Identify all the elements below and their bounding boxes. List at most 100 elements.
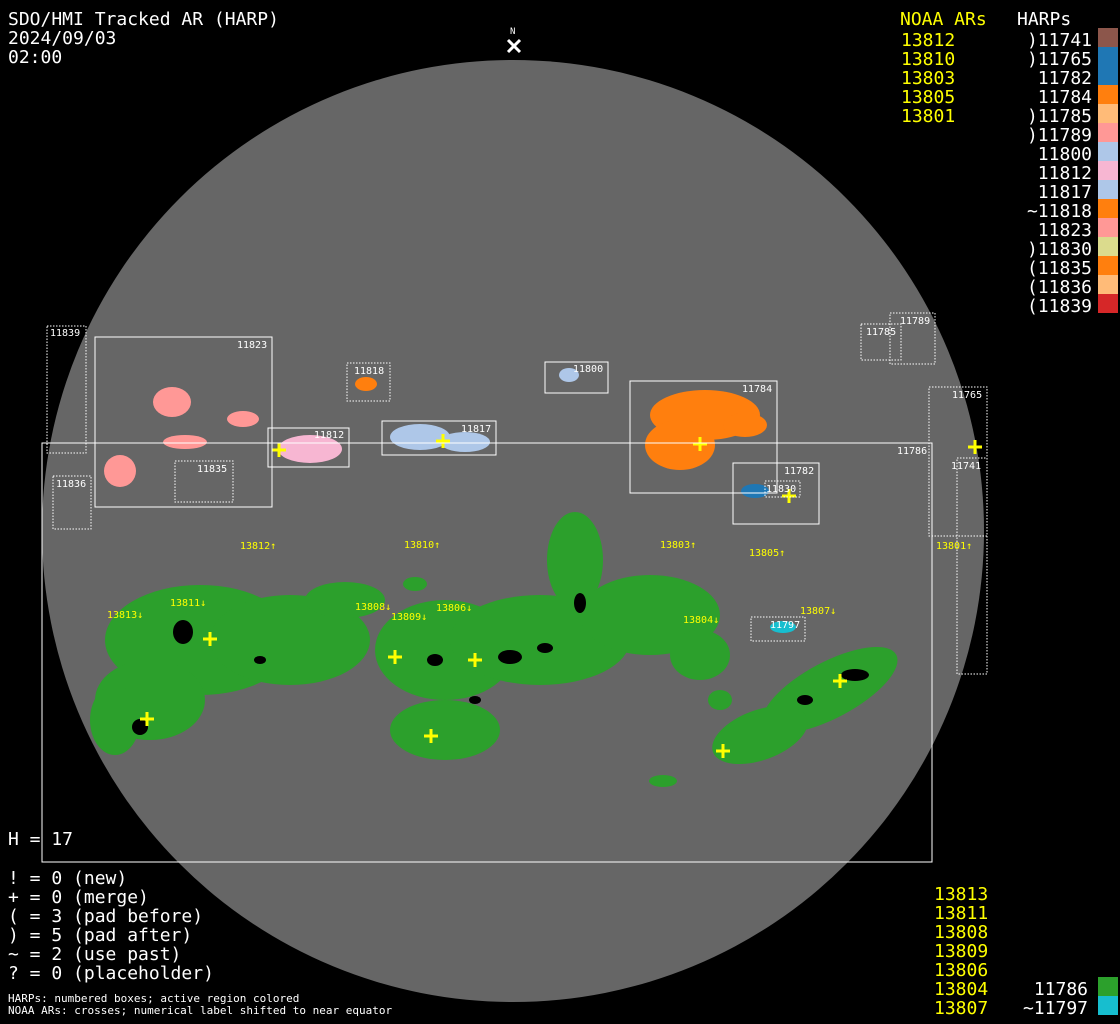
noaa-label-13813: 13813↓ [107,610,143,621]
noaa-legend-header: NOAA ARs [900,9,987,30]
active-region-11823 [104,387,259,487]
noaa-label-13804: 13804↓ [683,615,719,626]
harp-label-11817: 11817 [461,424,491,435]
harp-legend-item: ~11818 [1027,201,1092,222]
harp-color-swatch [1098,66,1118,85]
noaa-cross-icon [436,434,450,448]
harp-box-11789 [889,312,936,365]
harp-legend-item: (11835 [1027,258,1092,279]
harp-legend-item: )11785 [1027,106,1092,127]
noaa-cross-icon [140,712,154,726]
harp-legend-item: )11830 [1027,239,1092,260]
harp-legend-item: 11817 [1027,182,1092,203]
harp-color-swatch [1098,28,1118,47]
time-label: 02:00 [8,47,62,68]
noaa-legend-item: 13808 [934,922,988,943]
active-region-11812 [278,435,342,463]
active-region-11818 [355,377,377,391]
harp-legend-item: 11782 [1027,68,1092,89]
harp-box-11741 [956,457,988,675]
harp-legend-item: )11741 [1027,30,1092,51]
harp-box-11839 [46,325,87,454]
noaa-legend-item: 13801 [901,106,955,127]
harp-color-swatch [1098,85,1118,104]
harps-bottom-list: 11786~11797 [1023,977,1118,1019]
harp-color-swatch [1098,47,1118,66]
harp-label-11741: 11741 [951,461,981,472]
harp-legend-item: 11784 [1027,87,1092,108]
harp-color-swatch [1098,977,1118,996]
harp-label-11765: 11765 [952,390,982,401]
noaa-cross-icon [968,440,982,454]
harp-color-swatch [1098,996,1118,1015]
harp-box-11830 [764,480,801,498]
harp-label-11789: 11789 [900,316,930,327]
noaa-legend-item: 13811 [934,903,988,924]
harp-box-11800 [544,361,609,394]
noaa-cross-icon [782,489,796,503]
stats-line: ! = 0 (new) [8,868,127,889]
noaa-label-13801: 13801↑ [936,541,972,552]
harp-color-swatch [1098,199,1118,218]
harp-color-swatch [1098,180,1118,199]
noaa-cross-icon [203,632,217,646]
noaa-label-13805: 13805↑ [749,548,785,559]
harp-legend-item: (11839 [1027,296,1092,317]
harp-color-swatch [1098,123,1118,142]
harps-legend-header: HARPs [1017,9,1071,30]
noaa-legend-item: 13812 [901,30,955,51]
harp-count: H = 17 [8,829,73,850]
harp-color-swatch [1098,256,1118,275]
noaa-label-13809: 13809↓ [391,612,427,623]
noaa-legend-item: 13810 [901,49,955,70]
noaa-cross-icon [272,443,286,457]
solar-disk [42,60,984,1002]
noaa-cross-icon [388,650,402,664]
harp-label-11835: 11835 [197,464,227,475]
active-region-11782 [741,484,769,498]
footnote-harps: HARPs: numbered boxes; active region col… [8,992,299,1005]
harp-box-11797 [750,616,806,642]
noaa-cross-icon [833,674,847,688]
active-region-11797 [770,621,796,633]
noaa-legend-item: 13813 [934,884,988,905]
noaa-legend-item: 13804 [934,979,988,1000]
harp-label-11786: 11786 [897,446,927,457]
stats-line: ) = 5 (pad after) [8,925,192,946]
harp-label-11784: 11784 [742,384,772,395]
noaa-label-13810: 13810↑ [404,540,440,551]
noaa-label-13803: 13803↑ [660,540,696,551]
harp-label-11839: 11839 [50,328,80,339]
harp-box-11784 [629,380,778,494]
harp-label-11800: 11800 [573,364,603,375]
noaa-cross-icon [468,653,482,667]
stats-line: + = 0 (merge) [8,887,149,908]
stats-list: ! = 0 (new)+ = 0 (merge)( = 3 (pad befor… [8,868,214,984]
harp-color-swatch [1098,218,1118,237]
chart-title: SDO/HMI Tracked AR (HARP) [8,9,279,30]
harp-label-11782: 11782 [784,466,814,477]
harp-box-11812 [267,427,350,468]
harp-color-swatch [1098,294,1118,313]
north-label: N [510,27,515,37]
harp-label-11818: 11818 [354,366,384,377]
harp-box-11823 [94,336,273,508]
date-label: 2024/09/03 [8,28,116,49]
active-region-11784 [645,390,767,470]
harp-box-11818 [346,362,391,402]
harp-legend-item: )11765 [1027,49,1092,70]
north-marker-icon [506,38,522,54]
noaa-label-13807: 13807↓ [800,606,836,617]
harp-label-11785: 11785 [866,327,896,338]
harp-legend-item: ~11797 [1023,998,1088,1019]
harp-color-swatch [1098,142,1118,161]
footnote-noaa: NOAA ARs: crosses; numerical label shift… [8,1004,392,1017]
active-region-11800 [559,368,579,382]
noaa-legend-item: 13806 [934,960,988,981]
noaa-label-13808: 13808↓ [355,602,391,613]
noaa-label-13812: 13812↑ [240,541,276,552]
active-region-11786 [90,512,898,787]
